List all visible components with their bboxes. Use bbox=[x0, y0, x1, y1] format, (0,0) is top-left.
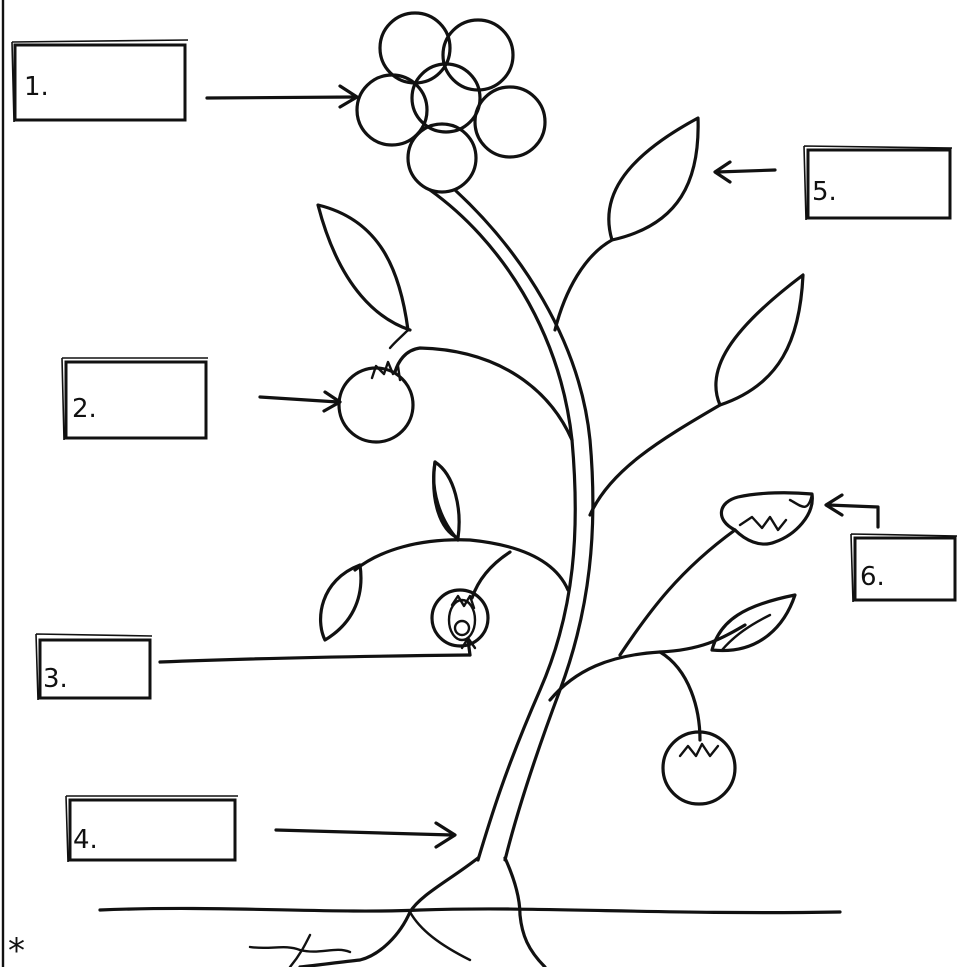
main-stem bbox=[428, 188, 595, 862]
label-number-1: 1. bbox=[24, 72, 49, 102]
arrow-1 bbox=[205, 84, 359, 109]
arrow-2 bbox=[258, 390, 342, 413]
label-box-2: 2. bbox=[61, 357, 208, 441]
label-number-3: 3. bbox=[43, 664, 68, 694]
label-number-4: 4. bbox=[73, 825, 98, 855]
flower-petal bbox=[406, 122, 478, 194]
fruit bbox=[337, 360, 415, 444]
soil-mark bbox=[248, 945, 352, 954]
branch bbox=[318, 460, 570, 642]
leaf bbox=[710, 593, 797, 653]
flower-petal bbox=[441, 18, 515, 92]
label-box-5: 5. bbox=[803, 145, 953, 221]
ground-line bbox=[98, 906, 842, 915]
arrow-3 bbox=[158, 636, 477, 664]
label-number-5: 5. bbox=[812, 177, 837, 207]
branch bbox=[548, 528, 747, 742]
arrow-6 bbox=[824, 493, 880, 529]
label-number-2: 2. bbox=[72, 394, 97, 424]
flower-center bbox=[410, 62, 482, 134]
arrow-5 bbox=[713, 160, 777, 184]
arrow-4 bbox=[274, 821, 457, 849]
label-box-6: 6. bbox=[850, 533, 958, 603]
branch bbox=[316, 203, 574, 442]
label-box-3: 3. bbox=[35, 633, 153, 701]
label-box-4: 4. bbox=[65, 795, 238, 863]
flower bbox=[355, 11, 547, 194]
fruit bbox=[661, 730, 737, 806]
flower-petal bbox=[473, 85, 547, 159]
leaf bbox=[553, 116, 700, 332]
flower-petal bbox=[378, 11, 452, 85]
label-box-1: 1. bbox=[11, 39, 189, 123]
leaf bbox=[588, 273, 805, 517]
flower-bud bbox=[719, 491, 814, 546]
asterisk-marker: * bbox=[8, 931, 25, 967]
flower-petal bbox=[355, 73, 429, 147]
label-number-6: 6. bbox=[860, 562, 885, 592]
flower-bud bbox=[430, 588, 490, 648]
roots bbox=[288, 856, 547, 967]
